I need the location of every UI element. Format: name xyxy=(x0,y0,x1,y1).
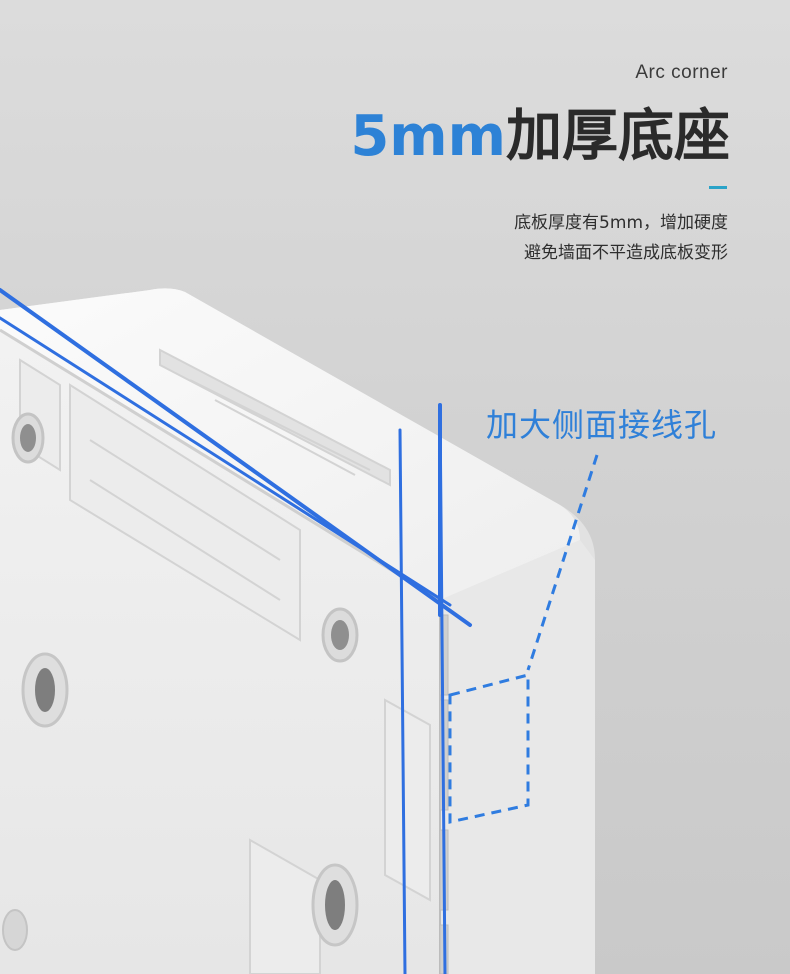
callout-label: 加大侧面接线孔 xyxy=(486,406,718,444)
page-title: 5mm加厚底座 xyxy=(350,102,730,172)
screw-holes xyxy=(2,412,359,951)
description: 底板厚度有5mm，增加硬度 避免墙面不平造成底板变形 xyxy=(514,208,728,268)
description-line-2: 避免墙面不平造成底板变形 xyxy=(524,243,728,263)
subtitle-english: Arc corner xyxy=(635,62,728,83)
title-rest: 加厚底座 xyxy=(506,104,730,169)
dashed-callout-outline xyxy=(448,454,599,824)
description-line-1: 底板厚度有5mm，增加硬度 xyxy=(514,213,728,233)
measurement-guide-lines xyxy=(0,288,472,974)
accent-bar xyxy=(709,186,727,189)
plate-ribs xyxy=(19,348,431,974)
title-highlight: 5mm xyxy=(350,104,506,169)
